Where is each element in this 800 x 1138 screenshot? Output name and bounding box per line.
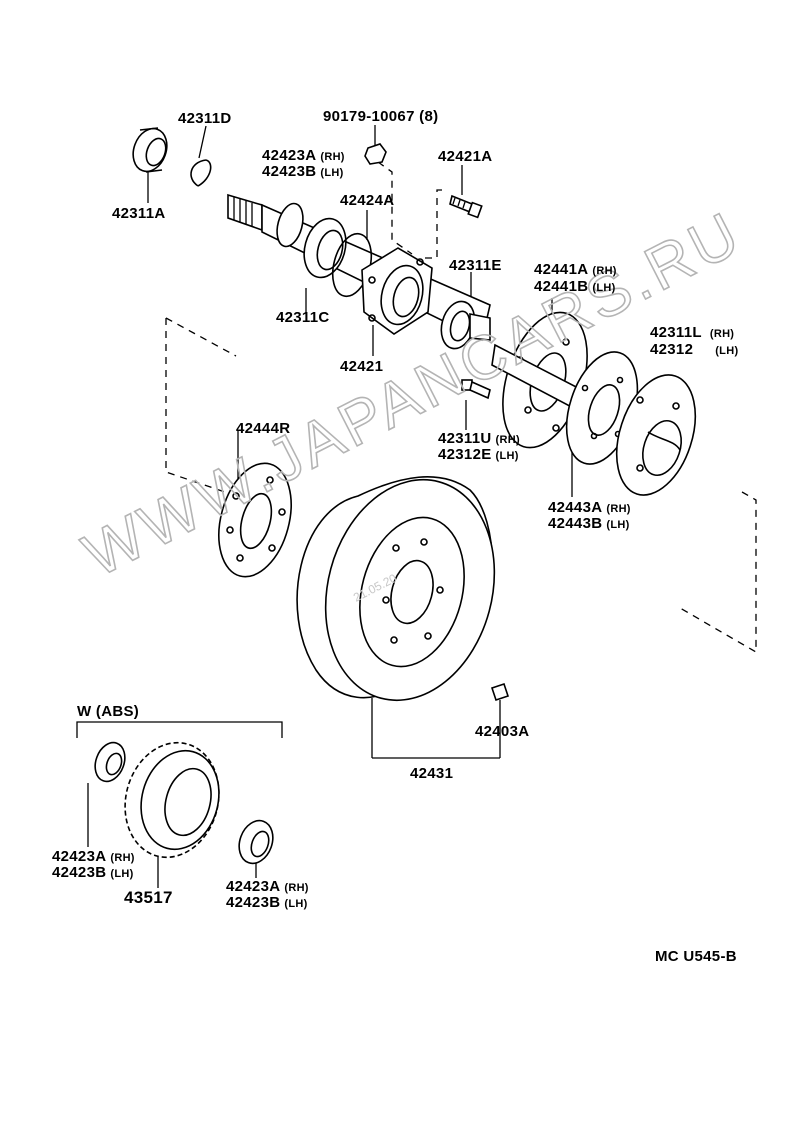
label-42441B: 42441B(LH)	[534, 278, 616, 295]
label-42421A: 42421A	[438, 148, 492, 165]
label-42311E: 42311E	[449, 257, 502, 274]
abs-bearing-left	[94, 741, 126, 783]
label-42443A: 42443A(RH)	[548, 499, 631, 516]
label-42403A: 42403A	[475, 723, 529, 740]
label-42423A-top: 42423A(RH)	[262, 147, 345, 164]
label-42311C: 42311C	[276, 309, 330, 326]
label-42423B-bottom-right: 42423B(LH)	[226, 894, 308, 911]
part-labels: 42311D 42311A 90179-10067 (8) 42423A(RH)…	[52, 108, 738, 965]
snap-ring-42311D	[190, 159, 212, 187]
clip-42403A	[490, 682, 510, 702]
label-42311A: 42311A	[112, 205, 166, 222]
label-42443B: 42443B(LH)	[548, 515, 630, 532]
abs-rotor-43517	[124, 741, 220, 859]
hub-flange-42311L	[615, 374, 697, 496]
axle-shaft	[227, 193, 491, 350]
label-42431: 42431	[410, 765, 453, 782]
label-42311D: 42311D	[178, 110, 232, 127]
bolt-42421A	[449, 194, 483, 219]
label-42423B-top: 42423B(LH)	[262, 163, 344, 180]
label-90179-10067: 90179-10067 (8)	[323, 108, 438, 125]
brake-drum-42431	[296, 476, 496, 702]
label-42423B-bottom-left: 42423B(LH)	[52, 864, 134, 881]
label-42423A-bottom-right: 42423A(RH)	[226, 878, 309, 895]
label-42421: 42421	[340, 358, 383, 375]
hub-bolt-42311U	[461, 379, 491, 400]
label-42424A: 42424A	[340, 192, 394, 209]
label-w-abs: W (ABS)	[77, 703, 139, 720]
label-42311U: 42311U(RH)	[438, 430, 520, 447]
abs-bearing-right	[238, 819, 274, 865]
label-42441A: 42441A(RH)	[534, 261, 617, 278]
leader-lines	[76, 125, 757, 888]
diagram-code: MC U545-B	[655, 948, 737, 965]
label-42311L: 42311L(RH)	[650, 324, 734, 341]
shim-42444R	[218, 462, 292, 578]
oil-seal-42311A	[132, 127, 168, 173]
label-42444R: 42444R	[236, 420, 290, 437]
label-43517: 43517	[124, 888, 173, 907]
label-42312E: 42312E(LH)	[438, 446, 519, 463]
nut-90179-10067	[364, 143, 387, 165]
label-42423A-bottom-left: 42423A(RH)	[52, 848, 135, 865]
label-42312: 42312(LH)	[650, 341, 738, 358]
